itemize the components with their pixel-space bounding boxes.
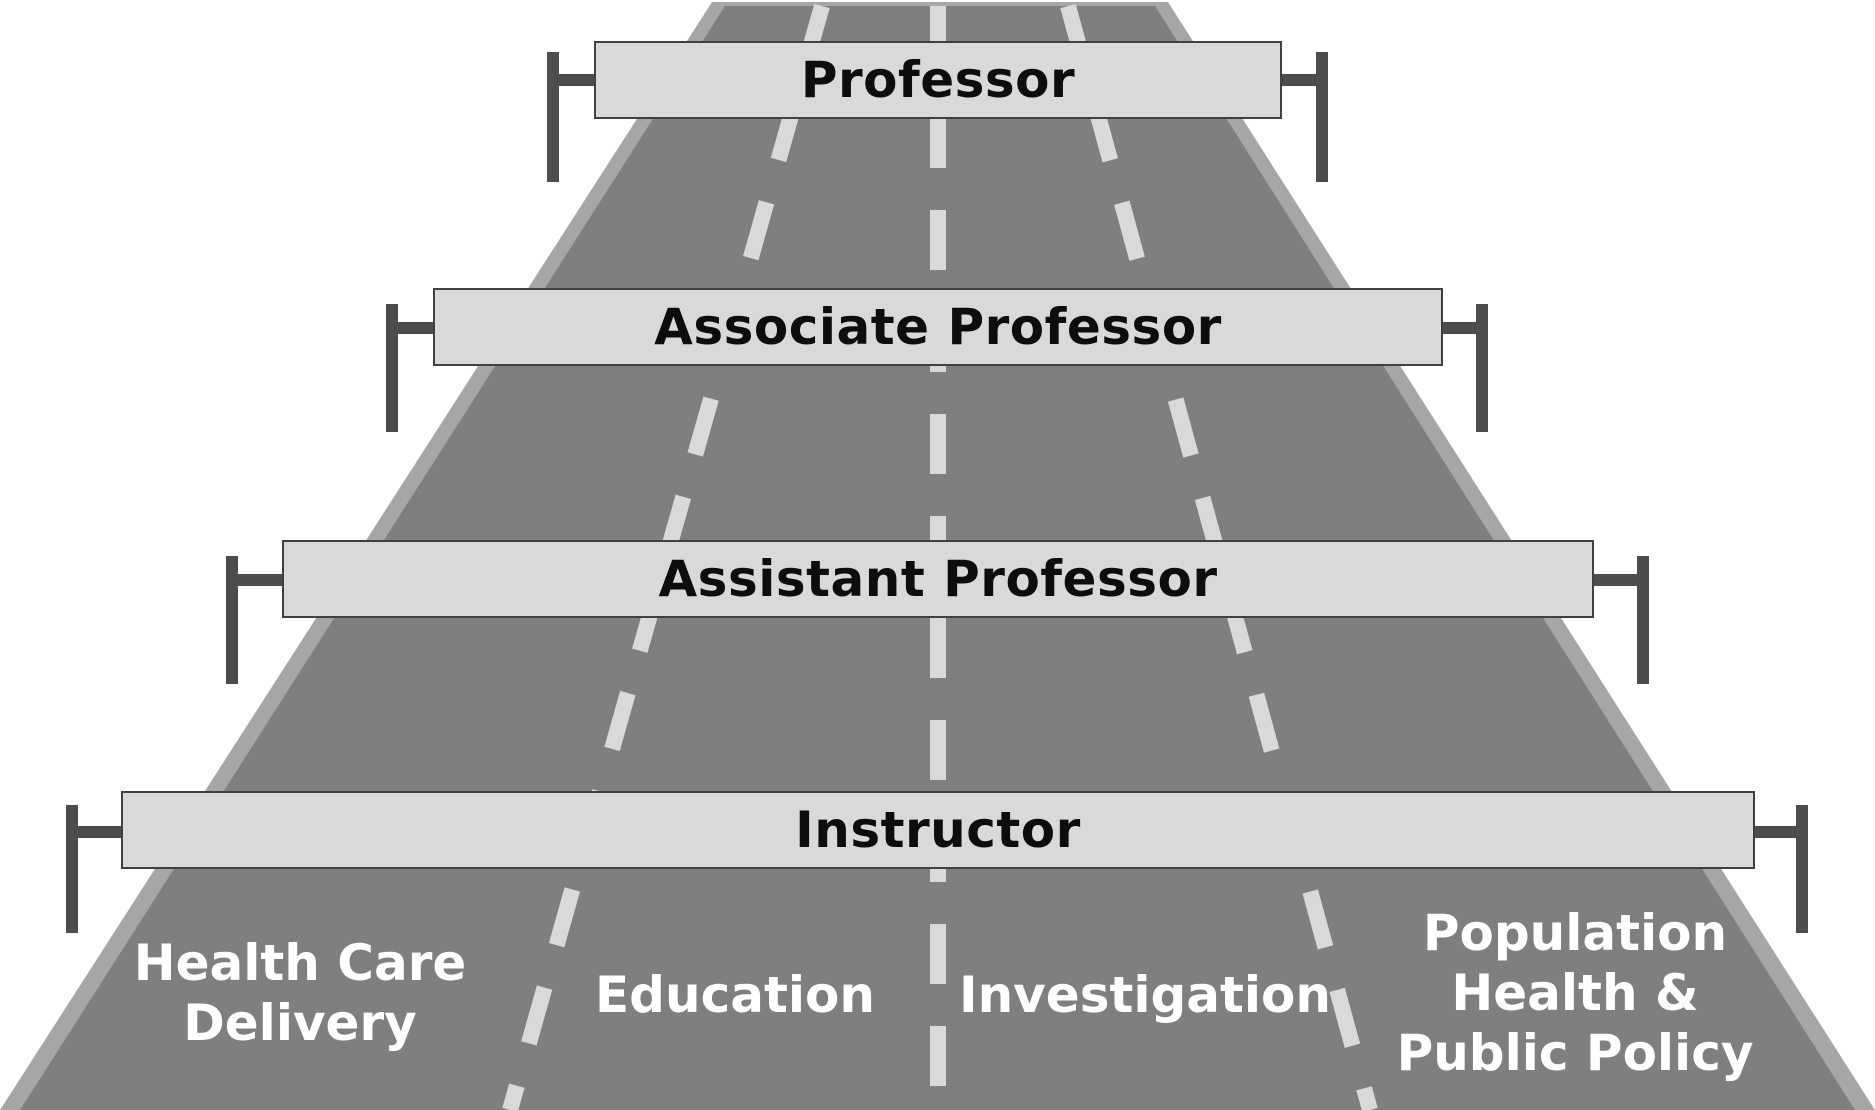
rank-label-associate-professor: Associate Professor [654,298,1222,356]
rank-label-instructor: Instructor [795,801,1081,859]
rank-sign-associate-professor: Associate Professor [433,288,1443,366]
lane-label-health-care-delivery: Health Care Delivery [133,934,467,1052]
rank-label-professor: Professor [800,51,1076,109]
rank-sign-instructor: Instructor [121,791,1755,869]
rank-sign-assistant-professor: Assistant Professor [282,540,1594,618]
lane-divider-right [1060,3,1378,1110]
sign-posts-professor [547,52,1328,182]
rank-label-assistant-professor: Assistant Professor [658,550,1218,608]
lane-label-investigation: Investigation [958,966,1332,1024]
sign-posts-instructor [66,805,1808,933]
lane-label-education: Education [595,966,875,1024]
lane-divider-left [502,3,830,1110]
lane-label-population-health-public-policy: Population Health & Public Policy [1396,903,1754,1082]
rank-sign-professor: Professor [594,41,1282,119]
sign-posts-associate-professor [386,304,1488,432]
sign-posts-assistant-professor [226,556,1649,684]
